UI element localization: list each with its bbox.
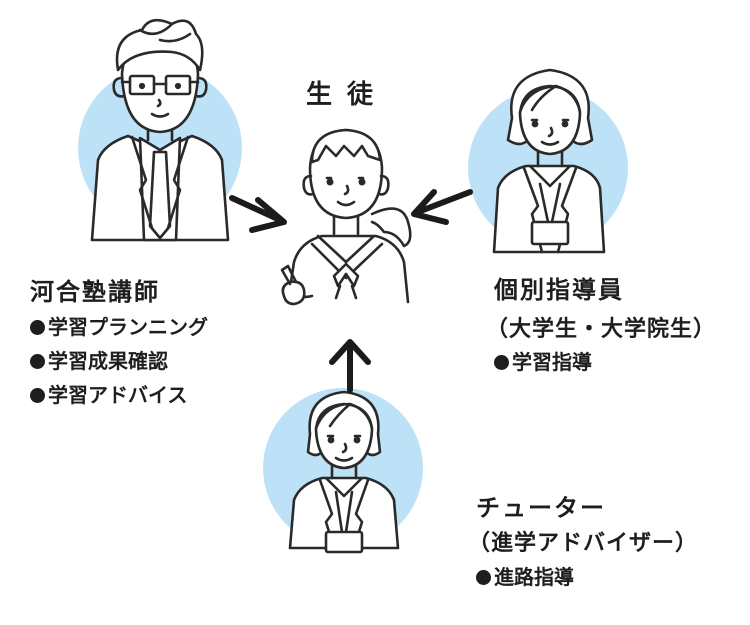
list-item: 学習アドバイス <box>30 378 208 412</box>
instructor-subtitle: （大学生・大学院生） <box>486 317 717 342</box>
list-item: 進路指導 <box>476 560 574 594</box>
tutor-items: 進路指導 <box>476 560 574 594</box>
tutor-figure <box>288 390 400 554</box>
teacher-items: 学習プランニング 学習成果確認 学習アドバイス <box>30 310 208 412</box>
arrow-from-instructor <box>411 189 473 225</box>
teacher-title: 河合塾講師 <box>30 278 160 306</box>
arrow-from-tutor <box>329 339 371 393</box>
list-item: 学習成果確認 <box>30 344 208 378</box>
tutor-title: チューター <box>476 494 606 522</box>
instructor-figure <box>492 68 606 254</box>
list-item: 学習指導 <box>494 345 592 379</box>
student-figure <box>280 128 412 306</box>
instructor-items: 学習指導 <box>494 345 592 379</box>
teacher-figure <box>90 18 230 242</box>
arrow-from-teacher <box>229 195 287 233</box>
tutor-subtitle: （進学アドバイザー） <box>468 531 699 556</box>
instructor-title: 個別指導員 <box>494 276 624 304</box>
list-item: 学習プランニング <box>30 310 208 344</box>
student-label: 生 徒 <box>306 80 377 110</box>
